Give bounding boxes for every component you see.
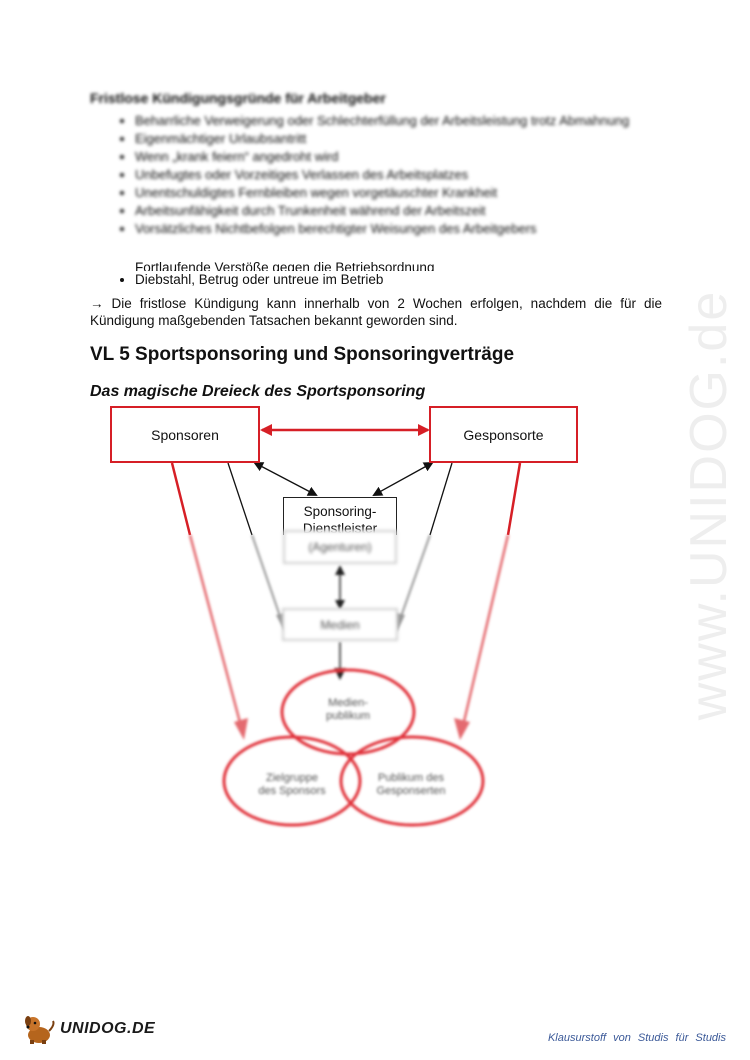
list-item: Beharrliche Verweigerung oder Schlechter… <box>135 112 665 130</box>
list-item: Fortlaufende Verstöße gegen die Betriebs… <box>135 259 665 271</box>
list-item: Eigenmächtiger Urlaubsantritt <box>135 130 665 148</box>
publikum-line2: Gesponserten <box>376 785 446 797</box>
footer-slogan: Klausurstoff von Studis für Studis <box>547 1032 726 1044</box>
list-item: Wenn „krank feiern“ angedroht wird <box>135 148 665 166</box>
medien-box: Medien <box>282 608 398 641</box>
arrow-sponsoren-dienstleister <box>253 462 318 496</box>
dienstleister-box: Sponsoring-Dienstleister <box>283 497 397 535</box>
red-line-right-upper <box>506 462 522 536</box>
agenturen-box: (Agenturen) <box>283 530 397 564</box>
line-gesponsorte-medien-upper <box>429 462 453 536</box>
gesponsorte-box: Gesponsorte <box>429 406 578 463</box>
medienpublikum-label: Medien- publikum <box>300 697 396 723</box>
list-item: Unbefugtes oder Vorzeitiges Verlassen de… <box>135 166 665 184</box>
medienpublikum-line1: Medien- <box>328 697 368 709</box>
medienpublikum-line2: publikum <box>325 710 371 722</box>
publikum-line1: Publikum des <box>377 772 445 784</box>
logo-text: UNIDOG.DE <box>60 1020 156 1037</box>
diagram-title: Das magische Dreieck des Sportsponsoring <box>90 383 426 400</box>
red-line-left-upper <box>170 462 192 536</box>
zielgruppe-line1: Zielgruppe <box>266 772 318 784</box>
medien-label: Medien <box>320 617 360 632</box>
agenturen-label: (Agenturen) <box>308 540 372 554</box>
publikum-label: Publikum des Gesponserten <box>356 772 466 798</box>
zielgruppe-label: Zielgruppe des Sponsors <box>242 772 342 798</box>
blurred-reasons-block: Fristlose Kündigungsgründe für Arbeitgeb… <box>90 90 665 238</box>
kuendigung-note: → Die fristlose Kündigung kann innerhalb… <box>90 296 662 328</box>
visible-reasons: Fortlaufende Verstöße gegen die Betriebs… <box>90 259 665 288</box>
list-item: Diebstahl, Betrug oder untreue im Betrie… <box>135 271 665 288</box>
unidog-logo: UNIDOG.DE <box>22 1013 155 1045</box>
list-item: Vorsätzliches Nichtbefolgen berechtigter… <box>135 220 665 238</box>
list-item: Arbeitsunfähigkeit durch Trunkenheit wäh… <box>135 202 665 220</box>
sponsoren-box: Sponsoren <box>110 406 260 463</box>
gesponsorte-label: Gesponsorte <box>463 426 544 443</box>
arrow-gesponsorte-dienstleister <box>372 462 434 496</box>
zielgruppe-line2: des Sponsors <box>258 785 326 797</box>
dog-icon <box>25 1016 55 1044</box>
reasons-list: Beharrliche Verweigerung oder Schlechter… <box>90 112 665 238</box>
clear-list: Fortlaufende Verstöße gegen die Betriebs… <box>90 259 665 288</box>
section-heading: Fristlose Kündigungsgründe für Arbeitgeb… <box>90 90 386 106</box>
line-sponsoren-medien-upper <box>227 462 253 536</box>
sponsoren-label: Sponsoren <box>151 426 219 443</box>
list-item: Unentschuldigtes Fernbleiben wegen vorge… <box>135 184 665 202</box>
lecture-heading: VL 5 Sportsponsoring und Sponsoringvertr… <box>90 344 515 365</box>
